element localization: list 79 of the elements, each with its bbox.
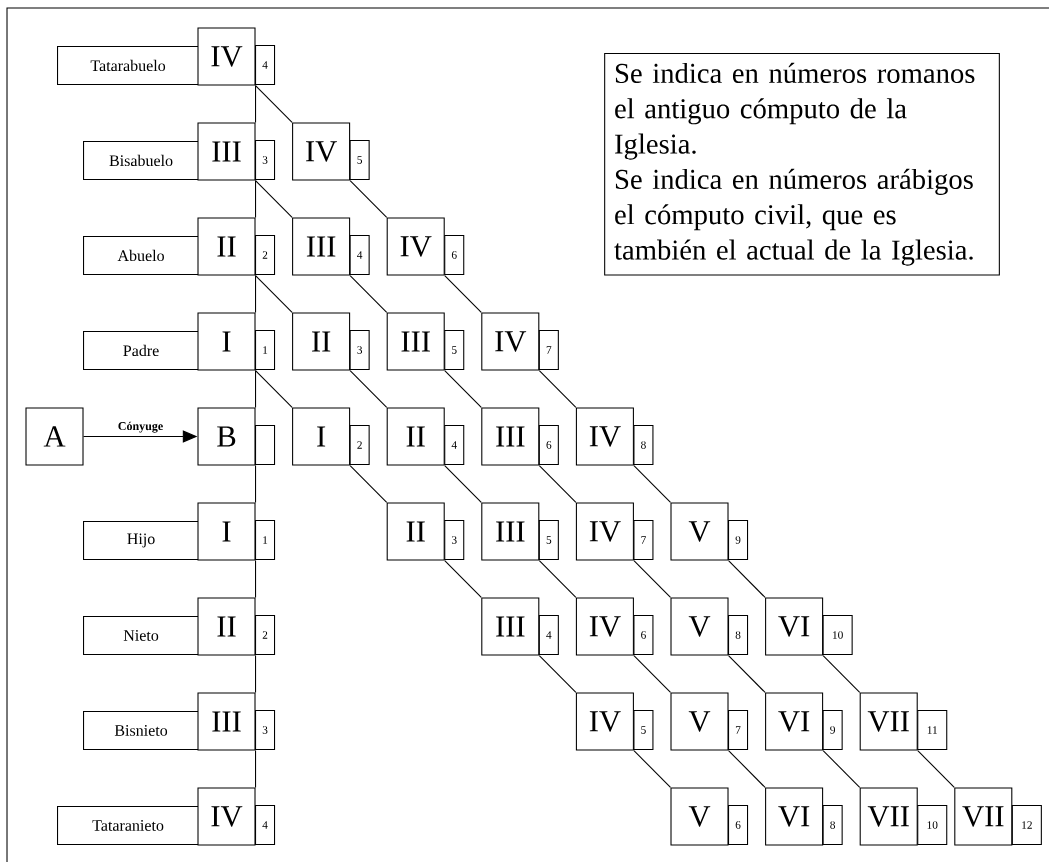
number-box: 6 <box>633 614 654 655</box>
relation-label-box: Tataranieto <box>57 805 200 845</box>
number-box: 10 <box>917 804 948 845</box>
number-box: 8 <box>633 424 654 465</box>
connector-line <box>255 180 293 218</box>
number-box: 1 <box>255 519 276 560</box>
number-box: 9 <box>728 519 749 560</box>
number-box: 4 <box>444 424 465 465</box>
number-box: 4 <box>538 614 559 655</box>
relation-label-box: Bisnieto <box>83 710 200 750</box>
connector-line <box>349 275 388 313</box>
connector-line <box>444 275 482 313</box>
number-box: 8 <box>822 804 843 845</box>
relation-label-box: Abuelo <box>83 235 200 275</box>
number-box: 10 <box>822 614 853 655</box>
relation-label-box: Padre <box>83 330 200 370</box>
relation-label-box: Hijo <box>83 520 200 560</box>
connector-line <box>255 465 257 503</box>
person-box: A <box>25 407 84 466</box>
number-box: 3 <box>255 139 276 180</box>
number-box: 7 <box>728 709 749 750</box>
connector-line <box>255 180 257 218</box>
number-box: 3 <box>255 709 276 750</box>
connector-line <box>917 750 955 788</box>
connector-line <box>255 275 257 313</box>
connector-line <box>349 465 388 503</box>
number-box: 3 <box>349 329 370 370</box>
connector-line <box>444 465 482 503</box>
connector-line <box>349 370 388 408</box>
connector-line <box>633 655 671 693</box>
number-box: 4 <box>349 234 370 275</box>
number-box: 5 <box>538 519 559 560</box>
connector-line <box>255 85 257 123</box>
connector-line <box>538 370 577 408</box>
number-box: 2 <box>255 614 276 655</box>
connector-line <box>538 655 577 693</box>
number-box: 7 <box>633 519 654 560</box>
connector-line <box>444 370 482 408</box>
number-box: 6 <box>444 234 465 275</box>
edge-label: Cónyuge <box>116 420 165 434</box>
number-box: 5 <box>633 709 654 750</box>
number-box: 12 <box>1011 804 1042 845</box>
connector-line <box>255 560 257 598</box>
number-box: 5 <box>444 329 465 370</box>
number-box: 5 <box>349 139 370 180</box>
connector-line <box>728 750 766 788</box>
connector-line <box>633 560 671 598</box>
connector-line <box>255 655 257 693</box>
connector-line <box>255 370 293 408</box>
number-box: 6 <box>728 804 749 845</box>
connector-line <box>538 465 577 503</box>
number-box: 2 <box>349 424 370 465</box>
number-box: 4 <box>255 44 276 85</box>
connector-line <box>255 750 257 788</box>
number-box: 7 <box>538 329 559 370</box>
number-box: 1 <box>255 329 276 370</box>
connector-line <box>538 560 577 598</box>
connector-line <box>822 655 861 693</box>
number-box: 11 <box>917 709 948 750</box>
connector-line <box>728 655 766 693</box>
connector-line <box>255 85 293 123</box>
connector-line <box>822 750 861 788</box>
note-box: Se indica en números romanos el antiguo cómputo de la Iglesia. Se indica en números arábigos el cómputo civil, que es también el actual de la Iglesia. <box>604 53 1000 276</box>
number-box: 4 <box>255 804 276 845</box>
number-box: 9 <box>822 709 843 750</box>
connector-line <box>633 465 671 503</box>
number-box: 3 <box>444 519 465 560</box>
connector-line <box>349 180 388 218</box>
number-box: 6 <box>538 424 559 465</box>
relation-label-box: Bisabuelo <box>83 140 200 180</box>
connector-line <box>444 560 482 598</box>
relation-label-box: Tatarabuelo <box>57 45 200 85</box>
connector-line <box>728 560 766 598</box>
connector-line <box>255 370 257 408</box>
number-box: 2 <box>255 234 276 275</box>
relation-label-box: Nieto <box>83 615 200 655</box>
number-box: 8 <box>728 614 749 655</box>
connector-line <box>633 750 671 788</box>
connector-line <box>255 275 293 313</box>
